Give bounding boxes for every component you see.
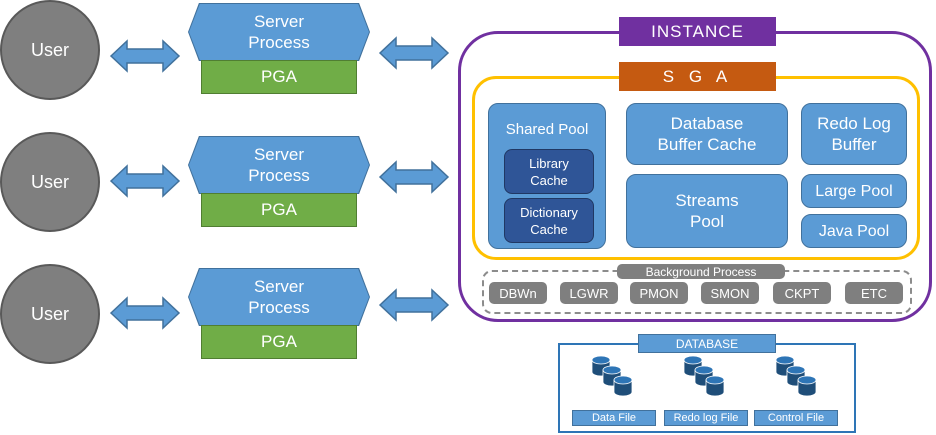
buffer-cache-line2: Buffer Cache — [657, 135, 757, 154]
streams-pool-line2: Pool — [689, 212, 725, 231]
large-pool-label: Large Pool — [815, 182, 893, 200]
bg-process-ckpt: CKPT — [773, 282, 831, 304]
pga-label: PGA — [261, 200, 297, 219]
bg-process-etc: ETC — [845, 282, 903, 304]
bg-process-label: SMON — [710, 285, 750, 301]
server-process-3: Server Process — [189, 269, 369, 325]
bg-process-smon: SMON — [701, 282, 759, 304]
redo-log-buffer-box: Redo Log Buffer — [801, 103, 907, 165]
bg-process-dbwn: DBWn — [489, 282, 547, 304]
control-file-icon — [776, 356, 816, 396]
library-cache-line1: Library — [529, 155, 569, 171]
sga-label-text: S G A — [662, 66, 733, 86]
background-process-label: Background Process — [617, 264, 785, 279]
redo-log-buffer-line2: Buffer — [831, 135, 877, 154]
redo-log-file-label: Redo log File — [664, 410, 748, 426]
server-process-1: Server Process — [189, 4, 369, 60]
data-file-icon — [592, 356, 632, 396]
control-file-label: Control File — [754, 410, 838, 426]
buffer-cache-box: Database Buffer Cache — [626, 103, 788, 165]
library-cache-box: Library Cache — [504, 149, 594, 194]
user-label: User — [30, 171, 69, 192]
redo-log-buffer-line1: Redo Log — [817, 114, 891, 133]
data-file-label-text: Data File — [591, 412, 637, 424]
bg-process-label: PMON — [639, 285, 679, 301]
redo-log-file-label-text: Redo log File — [673, 412, 739, 424]
library-cache-line2: Cache — [530, 172, 568, 188]
user-circle-3: User — [0, 264, 100, 364]
bg-process-lgwr: LGWR — [560, 282, 618, 304]
server-process-2: Server Process — [189, 137, 369, 193]
pga-label: PGA — [261, 67, 297, 86]
dictionary-cache-box: Dictionary Cache — [504, 198, 594, 243]
bg-process-pmon: PMON — [630, 282, 688, 304]
streams-pool-box: Streams Pool — [626, 174, 788, 248]
pga-box-3: PGA — [201, 325, 357, 359]
dictionary-cache-line1: Dictionary — [520, 204, 578, 220]
server-process-label-line2: Process — [248, 166, 310, 185]
bg-process-label: ETC — [861, 285, 887, 301]
server-process-label-line1: Server — [253, 277, 305, 296]
user-circle-2: User — [0, 132, 100, 232]
control-file-label-text: Control File — [767, 412, 825, 424]
database-label-text: DATABASE — [675, 336, 739, 351]
sga-label: S G A — [619, 62, 776, 91]
instance-label: INSTANCE — [619, 17, 776, 46]
pga-box-1: PGA — [201, 60, 357, 94]
shared-pool-label: Shared Pool — [505, 120, 589, 138]
redo-log-file-icon — [684, 356, 724, 396]
server-process-label-line2: Process — [248, 298, 310, 317]
user-label: User — [30, 303, 69, 324]
instance-label-text: INSTANCE — [651, 21, 744, 41]
large-pool-box: Large Pool — [801, 174, 907, 208]
data-file-label: Data File — [572, 410, 656, 426]
background-process-label-text: Background Process — [645, 264, 757, 279]
bg-process-label: DBWn — [499, 285, 537, 301]
pga-box-2: PGA — [201, 193, 357, 227]
java-pool-box: Java Pool — [801, 214, 907, 248]
user-circle-1: User — [0, 0, 100, 100]
pga-label: PGA — [261, 332, 297, 351]
java-pool-label: Java Pool — [818, 222, 890, 240]
streams-pool-line1: Streams — [675, 191, 739, 210]
user-label: User — [30, 39, 69, 60]
dictionary-cache-line2: Cache — [530, 221, 568, 237]
database-label: DATABASE — [638, 334, 776, 353]
buffer-cache-line1: Database — [670, 114, 744, 133]
bg-process-label: CKPT — [784, 285, 820, 301]
server-process-label-line2: Process — [248, 33, 310, 52]
server-process-label-line1: Server — [253, 12, 305, 31]
bg-process-label: LGWR — [569, 285, 609, 301]
server-process-label-line1: Server — [253, 145, 305, 164]
